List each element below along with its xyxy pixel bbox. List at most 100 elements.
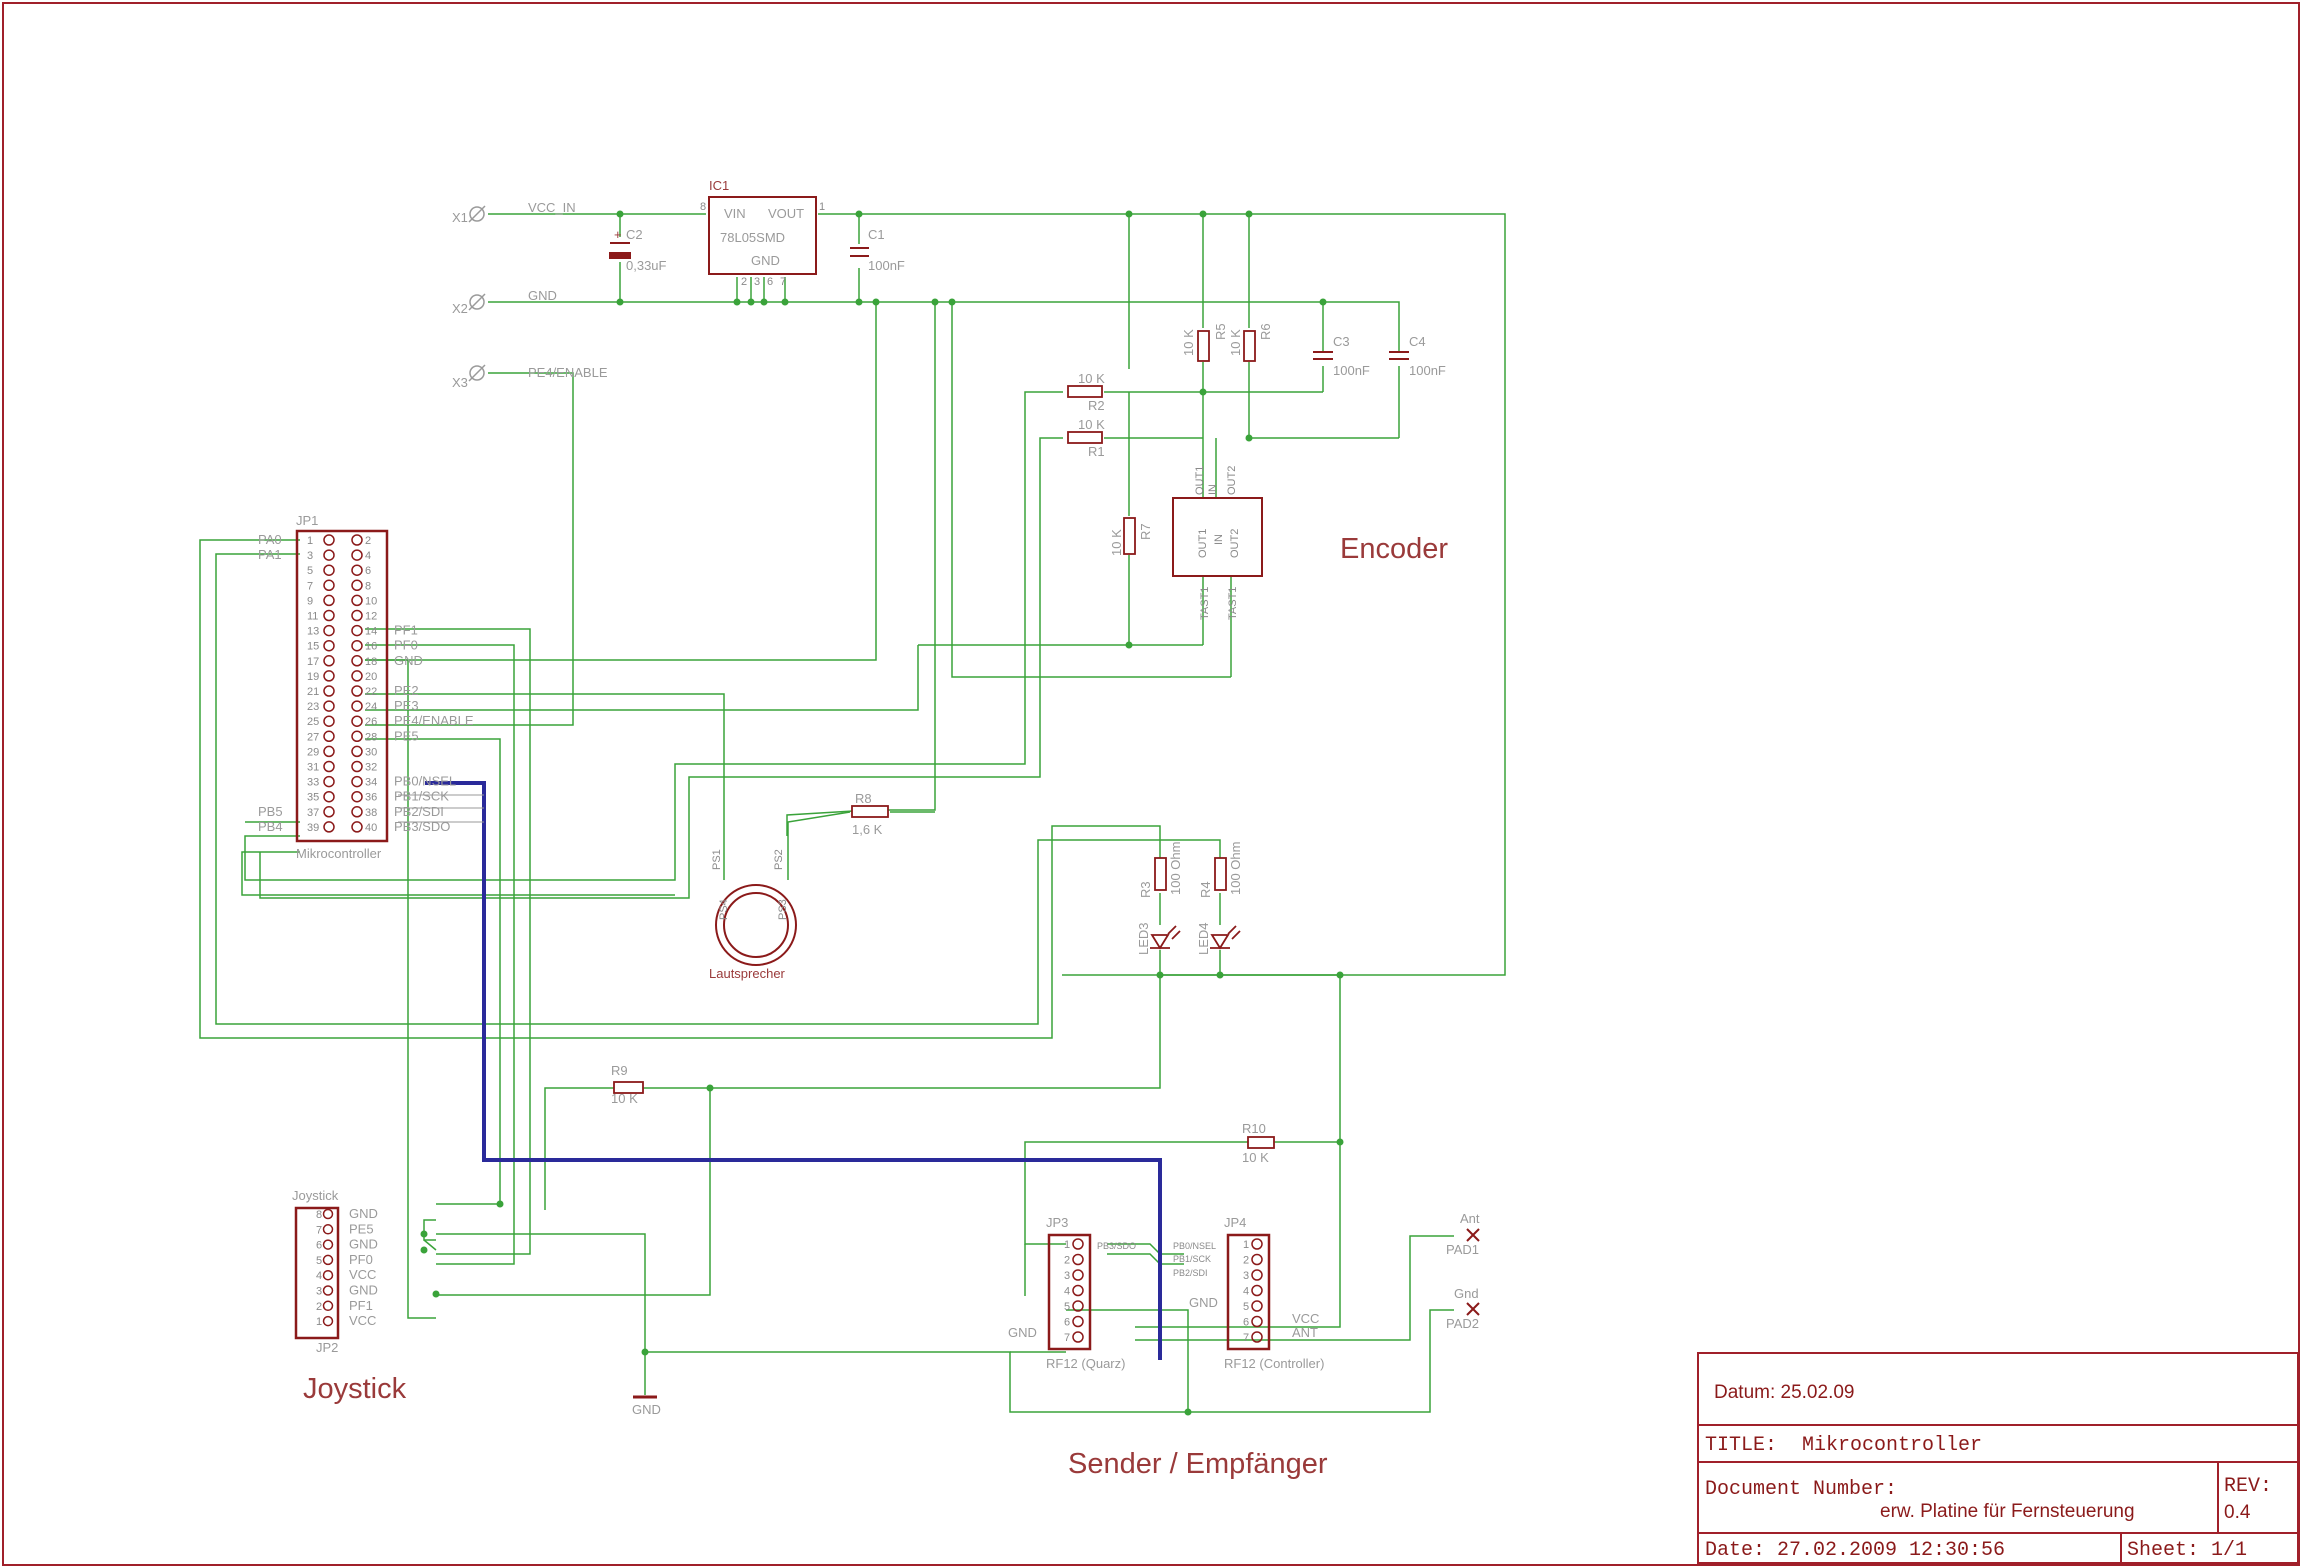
capacitor-symbols	[609, 242, 1409, 360]
x3-label: X3	[452, 375, 468, 390]
c2-value: 0,33uF	[626, 258, 667, 273]
r8-value: 1,6 K	[852, 822, 883, 837]
title-block	[1697, 1352, 2299, 1564]
encoder-center-label: IN	[1213, 534, 1225, 545]
jp3-pin-number: 2	[1064, 1255, 1070, 1267]
jp1-left-signal: PB4	[258, 819, 283, 834]
speaker-ps2: PS2	[773, 849, 785, 870]
jp1-pin-circle	[351, 549, 363, 561]
pad1-value: Ant	[1460, 1211, 1480, 1226]
jp2-signal: PF0	[349, 1252, 373, 1267]
jp1-pin-circle	[351, 806, 363, 818]
encoder-out1-pin: OUT1	[1194, 466, 1206, 495]
jp3-pin-number: 6	[1064, 1317, 1070, 1329]
jp3-pin-circle	[1072, 1284, 1084, 1297]
jp1-right-signal: PB1/SCK	[394, 789, 449, 804]
jp2-pin-circle	[322, 1224, 334, 1235]
jp2-pin-circle	[322, 1239, 334, 1250]
led4-name: LED4	[1196, 922, 1211, 955]
jp1-pin-number: 23	[307, 701, 319, 713]
jp1-value: Mikrocontroller	[296, 846, 382, 861]
jp1-pin-number: 5	[307, 565, 313, 577]
ic1-gnd-pin: 3	[754, 276, 760, 288]
jp1-pin-circle	[351, 715, 363, 727]
jp1-pin-circle	[323, 685, 335, 697]
jp1-right-signal: PB0/NSEL	[394, 774, 456, 789]
jp2-pin-number: 3	[316, 1286, 322, 1298]
c3-value: 100nF	[1333, 363, 1370, 378]
jp1-pin-number: 12	[365, 611, 377, 623]
date-text: Date: 27.02.2009 12:30:56	[1705, 1539, 2005, 1562]
jp1-pin-circle	[351, 730, 363, 743]
jp1-pin-circle	[351, 639, 363, 652]
jp3-pin-circle	[1072, 1238, 1084, 1250]
ic1-gnd-pin: 6	[767, 276, 773, 288]
jp1-header	[295, 529, 389, 843]
jp1-pin-circle	[323, 760, 335, 773]
jp2-signal: PF1	[349, 1298, 373, 1313]
pad1-name: PAD1	[1446, 1242, 1479, 1257]
title-value: Mikrocontroller	[1802, 1434, 1982, 1457]
jp4-pin-number: 1	[1243, 1239, 1249, 1251]
pad2-name: PAD2	[1446, 1316, 1479, 1331]
jp1-pin-number: 17	[307, 656, 319, 668]
r7-value: 10 K	[1109, 529, 1124, 556]
ic1-gnd-pin: 2	[741, 276, 747, 288]
r2-name: R2	[1088, 398, 1105, 413]
ground-symbol-label: GND	[632, 1402, 661, 1417]
jp1-pin-number: 34	[365, 777, 377, 789]
r9-value: 10 K	[611, 1091, 638, 1106]
jp2-pin-number: 2	[316, 1301, 322, 1313]
r1-value: 10 K	[1078, 417, 1105, 432]
jp1-pin-number: 10	[365, 595, 377, 607]
jp4-pin-circle	[1251, 1300, 1263, 1312]
jp1-pin-number: 32	[365, 762, 377, 774]
jp1-pin-number: 4	[365, 550, 371, 562]
jp1-pin-circle	[351, 775, 363, 788]
jp4-pin-circle	[1251, 1253, 1263, 1266]
jp1-pin-number: 36	[365, 792, 377, 804]
r10-value: 10 K	[1242, 1150, 1269, 1165]
jp1-pin-number: 11	[307, 611, 318, 623]
jp4-pin-number: 4	[1243, 1286, 1249, 1298]
wires	[199, 213, 1506, 1413]
jp2-pin-number: 6	[316, 1240, 322, 1252]
jp1-pin-circle	[323, 806, 335, 818]
pe4-enable-input-label: PE4/ENABLE	[528, 365, 608, 380]
led3-name: LED3	[1136, 922, 1151, 955]
jp1-right-signal: PF1	[394, 623, 418, 638]
jp1-right-signal: PE4/ENABLE	[394, 713, 474, 728]
jp1-pin-number: 31	[307, 762, 319, 774]
jp1-pin-circle	[323, 790, 335, 803]
jp1-pin-number: 7	[307, 580, 313, 592]
jp2-pin-number: 5	[316, 1255, 322, 1267]
jp1-pin-number: 38	[365, 807, 377, 819]
jp4-pin-circle	[1251, 1238, 1263, 1250]
jp1-right-signal: PE3	[394, 698, 419, 713]
jp3-pin-circle	[1072, 1253, 1084, 1266]
spi-bus	[425, 781, 1162, 1360]
ic1-gnd-pin: 7	[780, 276, 786, 288]
jp3-name: JP3	[1046, 1215, 1068, 1230]
r5-name: R5	[1213, 323, 1228, 340]
r2-value: 10 K	[1078, 371, 1105, 386]
pad-symbols	[1466, 1228, 1480, 1316]
jp2-pin-circle	[322, 1300, 334, 1312]
jp1-name: JP1	[296, 513, 318, 528]
jp1-pin-number: 15	[307, 641, 319, 653]
jp4-pin-number: 2	[1243, 1255, 1249, 1267]
jp1-right-signal: GND	[394, 653, 423, 668]
pad2-value: Gnd	[1454, 1286, 1479, 1301]
jp2-signal: GND	[349, 1283, 378, 1298]
encoder-section-label: Encoder	[1340, 533, 1448, 565]
jp1-pin-number: 27	[307, 731, 319, 743]
jp1-pin-circle	[323, 700, 335, 712]
jp1-pin-circle	[323, 745, 335, 758]
jp4-vcc-label: VCC	[1292, 1311, 1319, 1326]
r3-name: R3	[1138, 881, 1153, 898]
jp1-pin-circle	[351, 790, 363, 803]
